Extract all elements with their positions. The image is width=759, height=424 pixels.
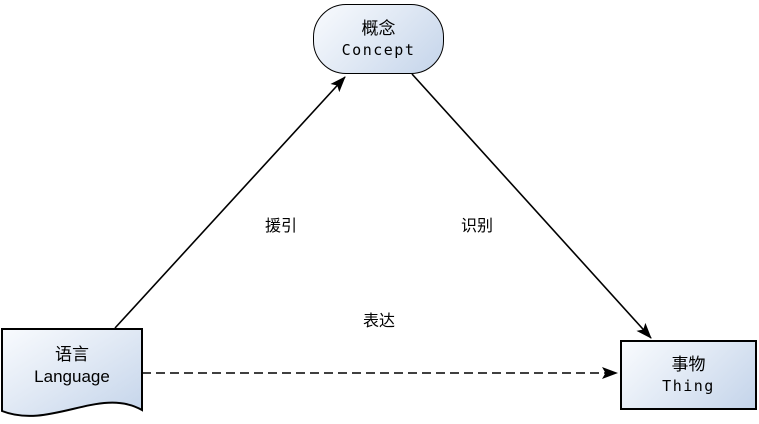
node-concept-label-en: Concept	[341, 40, 416, 59]
node-concept: 概念 Concept	[313, 4, 444, 74]
node-thing-label-en: Thing	[662, 376, 715, 395]
node-language: 语言 Language	[2, 334, 142, 396]
edge-express-label: 表达	[362, 313, 395, 330]
edge-identify-line	[411, 73, 652, 339]
node-thing-label-zh: 事物	[671, 354, 706, 374]
node-thing: 事物 Thing	[620, 340, 757, 410]
edge-cite-line	[114, 76, 346, 329]
edge-identify-label: 识别	[460, 218, 493, 235]
node-language-label-zh: 语言	[55, 344, 89, 364]
node-language-label-en: Language	[34, 366, 110, 386]
node-language-shape	[1, 328, 143, 417]
node-concept-label-zh: 概念	[361, 18, 396, 38]
edge-cite-label: 援引	[264, 218, 297, 235]
